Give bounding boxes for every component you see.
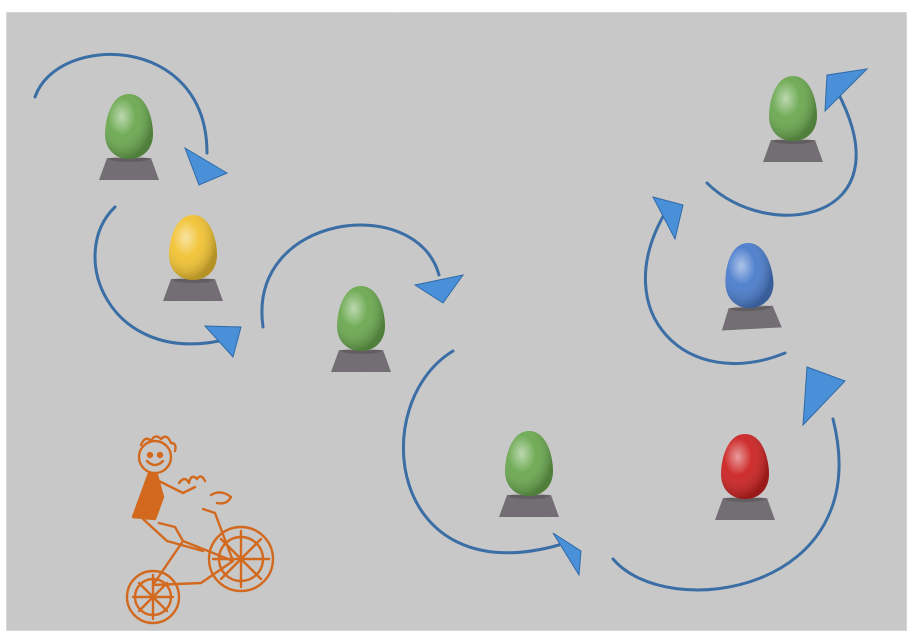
arrowhead-7 [824,68,869,113]
arc-5 [611,417,841,592]
arrowhead-4 [552,532,582,577]
bike-handlebar [209,491,233,505]
egg-stand [715,498,775,520]
egg-on-stand-2[interactable] [163,215,223,301]
egg-stand [163,279,223,301]
egg-stand [499,495,559,517]
egg-on-stand-5[interactable] [715,434,775,520]
arc-6 [644,211,787,365]
child-arm [157,479,197,495]
arrowhead-1 [184,146,229,186]
egg-stand [331,350,391,372]
egg-stand [721,305,782,331]
egg-layer [99,76,823,520]
child-eye-left [146,451,154,459]
child-hair [139,435,177,453]
bike-back-wheel [125,569,181,625]
arrowhead-5 [802,366,846,427]
game-board [6,12,907,631]
bike-front-spokes [211,529,271,589]
arc-7 [705,89,858,217]
arrowheads [184,68,869,577]
egg-on-stand-4[interactable] [499,431,559,517]
egg-stand [99,158,159,180]
child-head [137,439,173,475]
egg-stand [763,140,823,162]
arrowhead-2 [203,325,242,359]
egg-on-stand-7[interactable] [763,76,823,162]
egg-gloss [505,431,553,496]
egg-on-stand-3[interactable] [331,286,391,372]
child-eye-right [156,451,164,459]
bike-front-wheel [207,525,275,593]
path-arrows [33,52,858,592]
arrowhead-3 [413,274,465,304]
arc-4 [401,349,561,554]
arrowhead-6 [652,196,684,241]
arc-1 [33,52,209,155]
egg-gloss [337,286,385,351]
egg-gloss [169,215,217,280]
game-canvas [7,13,906,630]
egg-gloss [105,94,153,159]
child-smile [145,459,165,467]
arc-2 [93,205,221,346]
bicycle-child-icon[interactable] [125,435,275,625]
egg-gloss [721,434,769,499]
egg-on-stand-6[interactable] [717,241,782,331]
bike-back-spokes [131,573,175,621]
bike-seat-post [157,521,185,543]
egg-on-stand-1[interactable] [99,94,159,180]
child-body [131,471,165,521]
egg-gloss [769,76,817,141]
child-leg [141,517,205,553]
child-hand [177,475,207,485]
egg-gloss [725,243,774,308]
arc-3 [260,223,441,329]
